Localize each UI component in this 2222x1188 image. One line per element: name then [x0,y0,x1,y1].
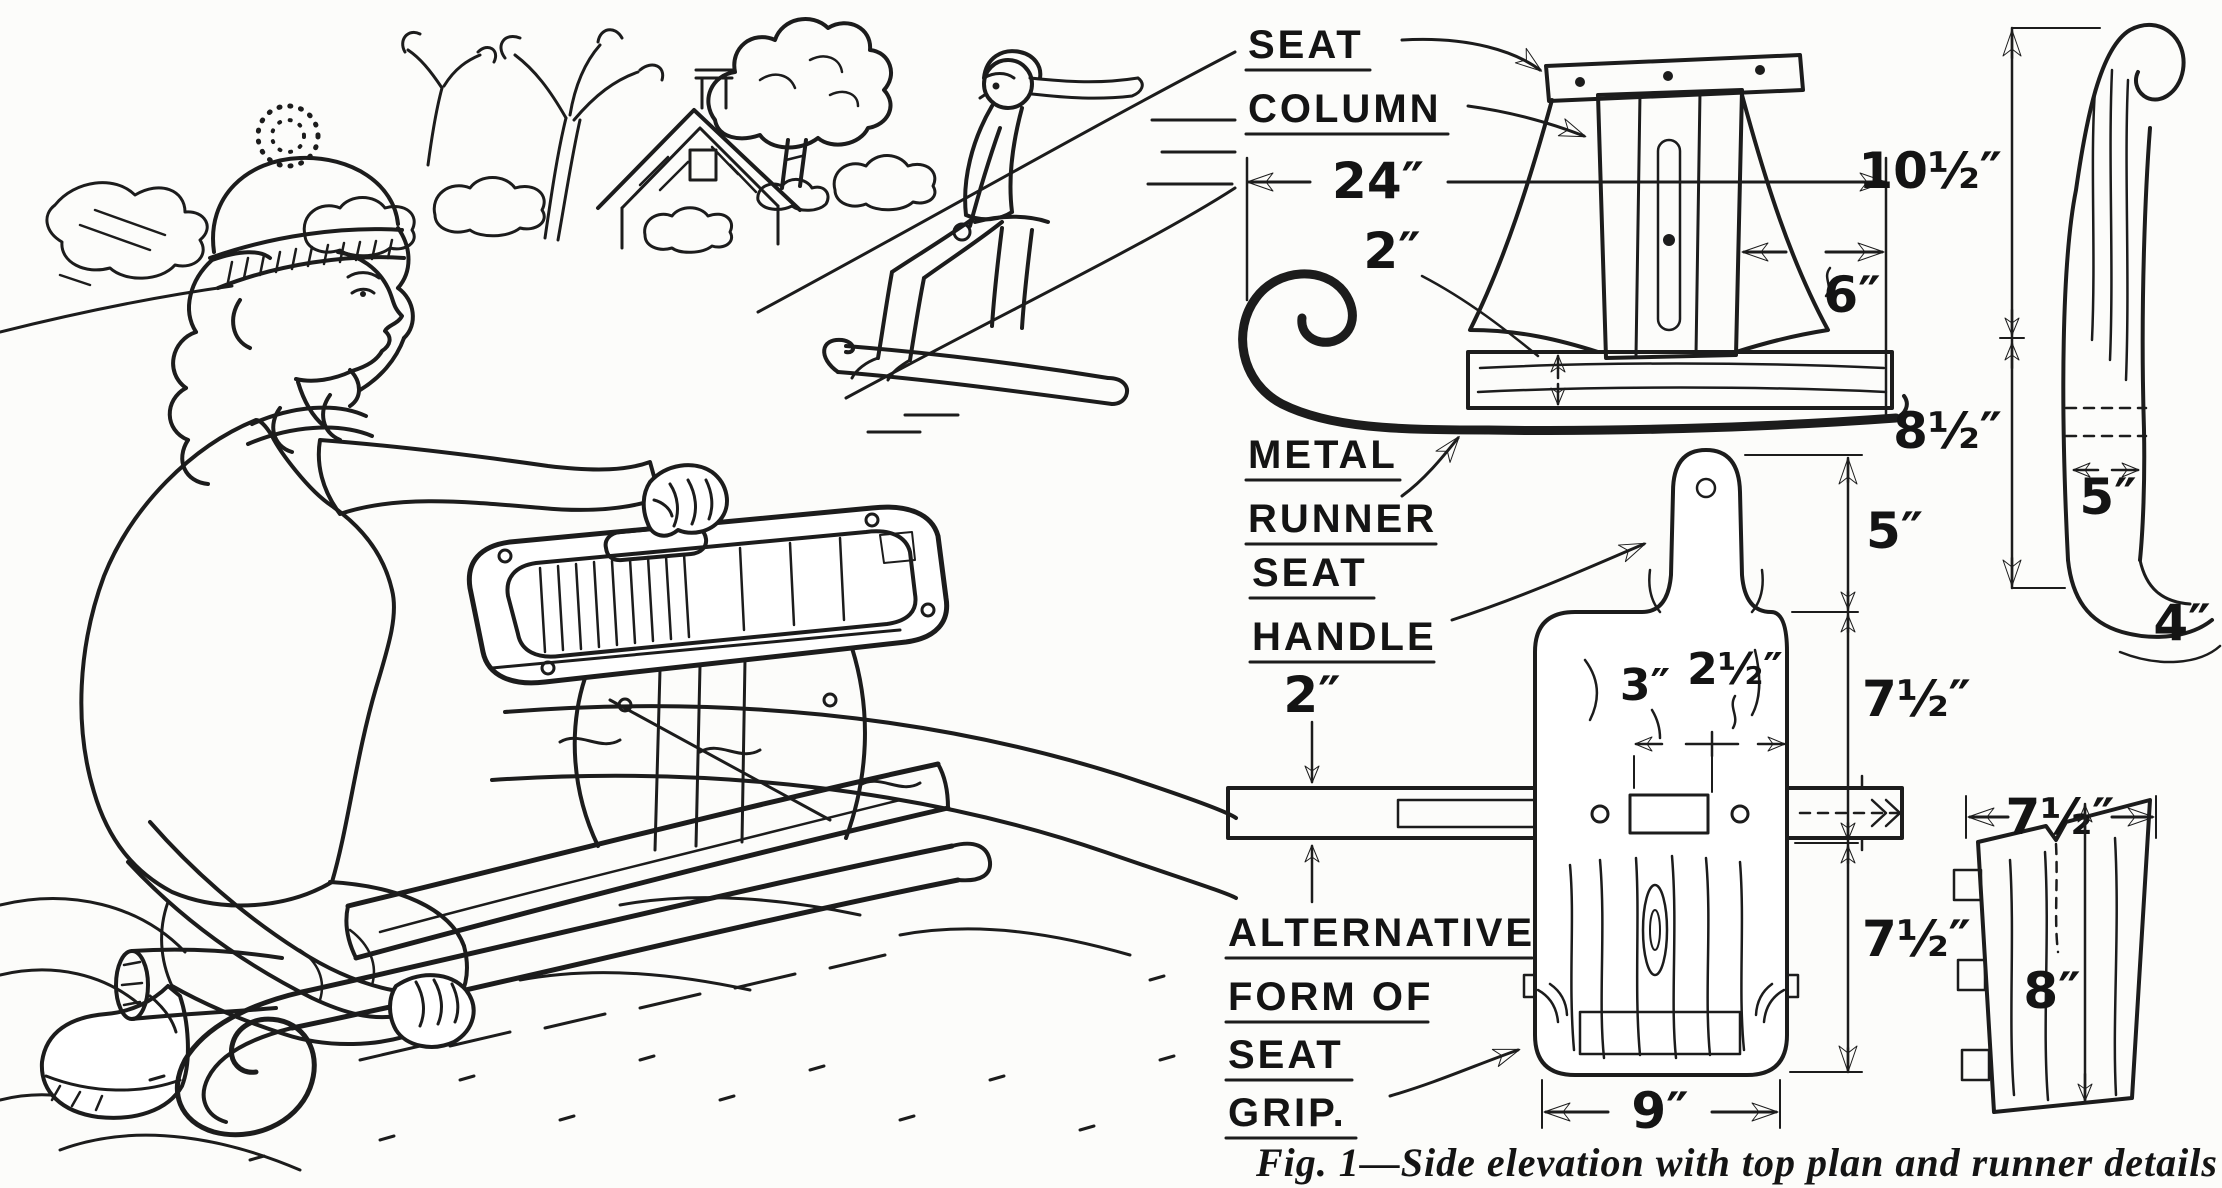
leader-arrow [1400,435,1460,498]
label-alt-grip-4: GRIP. [1228,1091,1347,1135]
dim-body-lower: 7½″ [1862,910,1971,968]
sled-tray [466,504,950,686]
girl-sled [114,504,993,1138]
leader-arrow [1388,1048,1521,1098]
label-seat-handle-2: HANDLE [1252,615,1437,659]
dim-body-upper: 7½″ [1862,670,1971,728]
dim-seat-width: 9″ [1631,1082,1688,1140]
boot [39,984,190,1120]
dim-bar-width: 2″ [1283,666,1340,724]
hair [167,226,415,486]
metal-runner-shape [1238,269,1901,435]
leafy-tree [706,17,894,212]
runner-board [1466,350,1894,410]
tray-handle-slot [603,523,709,563]
face-profile [294,250,404,383]
left-glove [388,973,476,1049]
boy-on-sled [822,49,1237,434]
label-column: COLUMN [1248,87,1442,131]
seat-board [1544,53,1805,103]
seat-plan-shape [1533,448,1789,1077]
dim-rear-overhang: 6″ [1823,266,1880,324]
dim-profile-width: 5″ [2079,468,2136,526]
snow-trail [0,704,1238,1172]
runner-profile-shape [2061,23,2186,562]
label-metal: METAL [1248,433,1398,477]
dim-rear-height: 8″ [2023,962,2080,1020]
label-runner: RUNNER [1248,497,1437,541]
dim-grip-right: 2½″ [1687,644,1783,695]
figure-caption: Fig. 1—Side elevation with top plan and … [1255,1140,2218,1185]
dim-profile-upper: 10½″ [1858,142,2002,200]
leader-arrow [1450,542,1647,622]
snow-speckles [148,974,1176,1162]
rear-detail-shape [1976,798,2152,1114]
side-elevation-diagram: 24″ 2″ 6″ SEAT COLUMN METAL RUNNER [1238,23,1909,546]
rear-runner-detail-diagram: 7½″ 8″ [1952,788,2157,1114]
dim-runner-thickness: 2″ [1363,222,1420,280]
leader-arrow [1400,37,1543,72]
dim-rear-width: 7½″ [2006,788,2115,846]
label-alt-grip-3: SEAT [1228,1033,1344,1077]
leader-arrow [1466,104,1587,138]
label-alt-grip-2: FORM OF [1228,975,1433,1019]
background-scene [0,17,1237,400]
pompom [255,103,321,169]
grip-slot [1628,793,1710,835]
dim-handle-length: 5″ [1866,502,1923,560]
house [596,68,802,250]
dim-profile-foot: 4″ [2153,594,2210,652]
girl-hands [388,463,729,1049]
plan-view-diagram: 2″ 3″ 2½″ 5″ 7½″ 7½″ 9″ SEAT HANDLE [1224,448,1971,1140]
label-seat-handle-1: SEAT [1252,551,1368,595]
runner-profile-diagram: 10½″ 8½″ 5″ 4″ [1858,23,2222,664]
dim-profile-lower: 8½″ [1893,402,2002,460]
runner-curl [174,989,317,1138]
label-seat: SEAT [1248,23,1364,67]
girl-figure [39,103,662,1120]
seat-column-shape [1596,88,1744,360]
dim-overall-length: 24″ [1332,152,1424,210]
sweater [79,418,396,908]
label-alt-grip-1: ALTERNATIVE [1228,911,1535,955]
dim-grip-left: 3″ [1620,660,1670,711]
